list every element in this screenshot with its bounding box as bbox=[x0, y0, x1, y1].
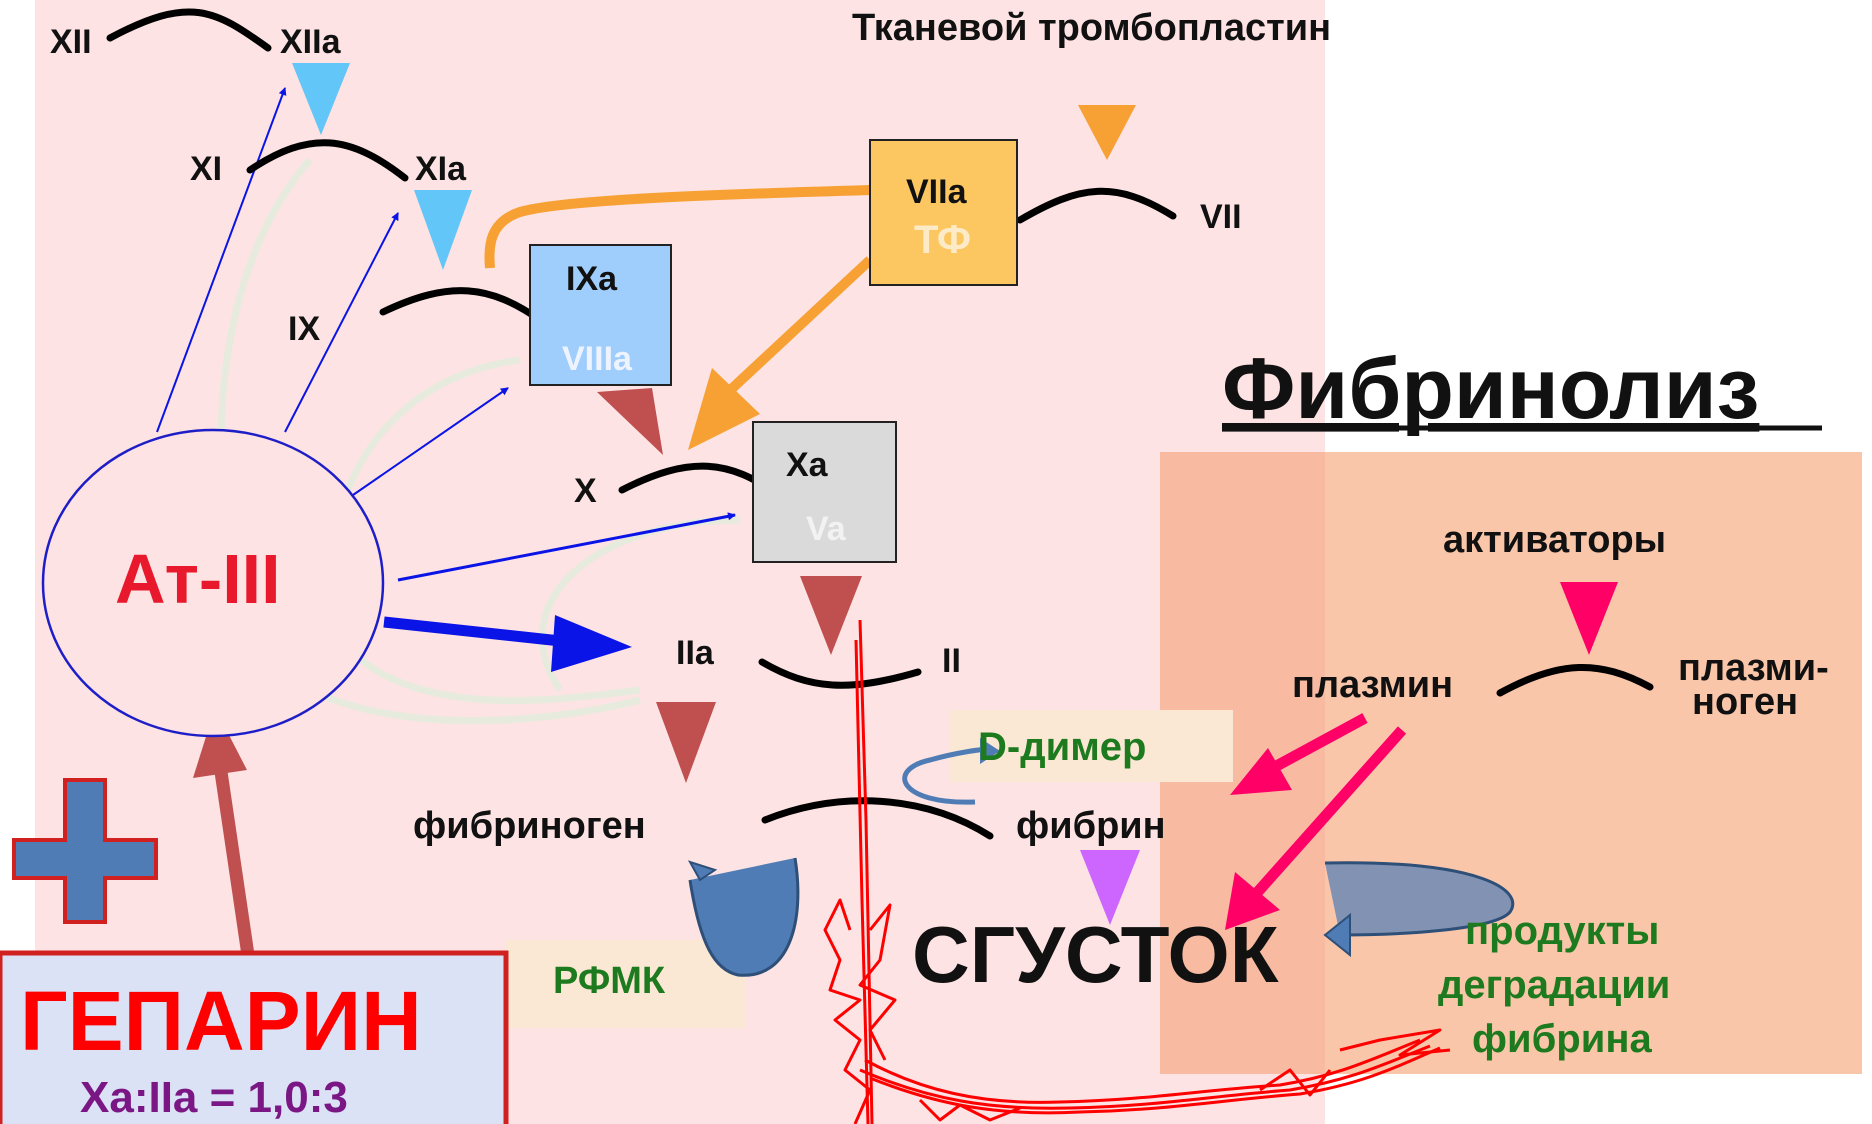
heparin-to-at3-arrow bbox=[193, 708, 255, 956]
label-vii: VII bbox=[1200, 198, 1242, 236]
plasmin-arrows bbox=[1225, 582, 1618, 930]
label-heparin: ГЕПАРИН bbox=[20, 974, 422, 1068]
at3-thick-arrow bbox=[383, 615, 632, 672]
brown-triangle-x bbox=[597, 388, 663, 455]
light-blue-triangle-xiia bbox=[292, 63, 350, 135]
at3-thin-arrows bbox=[156, 87, 736, 582]
label-va: Va bbox=[806, 510, 847, 548]
brown-triangle-fibrin bbox=[656, 702, 716, 783]
label-xa: Xa bbox=[786, 446, 829, 484]
viia-tf-box bbox=[869, 139, 1018, 286]
label-rfmk: РФМК bbox=[553, 960, 666, 1002]
label-ii: II bbox=[942, 642, 961, 680]
d-dimer-box bbox=[950, 710, 1233, 782]
rfmk-box bbox=[505, 940, 745, 1028]
label-tissue-thromboplastin: Тканевой тромбопластин bbox=[852, 7, 1331, 49]
xa-va-box bbox=[752, 421, 897, 563]
d-dimer-loop-arrow bbox=[902, 738, 1000, 805]
label-tf: ТФ bbox=[914, 218, 971, 262]
label-plasmin: плазмин bbox=[1292, 664, 1453, 706]
viia-orange-arrows bbox=[484, 105, 1136, 450]
label-fdp-line2: деградации bbox=[1438, 963, 1670, 1007]
plus-icon bbox=[12, 778, 158, 924]
label-fdp-line1: продукты bbox=[1465, 909, 1659, 953]
label-fdp-line3: фибрина bbox=[1472, 1017, 1652, 1061]
ixa-viiia-box bbox=[529, 244, 672, 386]
label-iia: IIa bbox=[676, 634, 715, 672]
label-fibrinolysis: Фибринолиз bbox=[1222, 341, 1759, 437]
label-at3: Ат-III bbox=[115, 540, 281, 618]
label-ix: IX bbox=[288, 310, 320, 348]
label-plasminogen-line2: ноген bbox=[1692, 681, 1798, 723]
label-x: X bbox=[574, 472, 597, 510]
label-d-dimer: D-димер bbox=[978, 725, 1146, 769]
light-blue-triangle-xia bbox=[414, 190, 472, 270]
label-xiia: XIIa bbox=[280, 23, 342, 61]
label-xia: XIa bbox=[415, 150, 467, 188]
label-xii: XII bbox=[50, 23, 92, 61]
label-activators: активаторы bbox=[1443, 519, 1666, 561]
label-xi: XI bbox=[190, 150, 222, 188]
label-fibrin: фибрин bbox=[1016, 805, 1166, 847]
label-viia: VIIa bbox=[906, 173, 968, 211]
heparin-box bbox=[0, 950, 509, 1124]
at3-ellipse bbox=[41, 428, 385, 738]
label-viiia: VIIIa bbox=[562, 340, 633, 378]
label-plasminogen-line1: плазми- bbox=[1678, 647, 1829, 689]
label-fibrinogen: фибриноген bbox=[413, 805, 646, 847]
brown-triangle-iia bbox=[800, 576, 862, 655]
label-clot: СГУСТОК bbox=[912, 910, 1279, 999]
red-scribble bbox=[823, 619, 1451, 1124]
label-ixa: IXa bbox=[566, 260, 618, 298]
rfmk-loop-arrow bbox=[687, 857, 800, 977]
label-heparin-ratio: Xa:IIa = 1,0:3 bbox=[80, 1073, 348, 1122]
degradation-loop-arrow bbox=[1323, 861, 1515, 958]
violet-triangle-clot bbox=[1080, 850, 1140, 925]
